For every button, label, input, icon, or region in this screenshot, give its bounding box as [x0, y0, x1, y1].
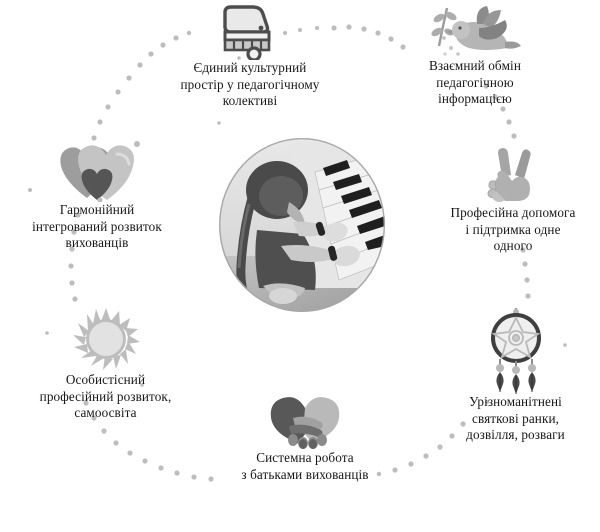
- node-harmonious-development-caption: Гармонійний інтегрований розвиток вихова…: [32, 202, 162, 250]
- node-festive-events-caption: Урізноманітнені святкові ранки, дозвілля…: [466, 394, 565, 442]
- piano-icon: [217, 2, 283, 62]
- node-harmonious-development[interactable]: Гармонійний інтегрований розвиток вихова…: [2, 136, 192, 252]
- handshake-hearts-icon: [263, 392, 347, 450]
- node-festive-events[interactable]: Урізноманітнені святкові ранки, дозвілля…: [438, 308, 593, 444]
- node-information-exchange[interactable]: Взаємний обмін педагогічною інформацією: [385, 2, 565, 108]
- hearts-icon: [53, 136, 141, 203]
- node-professional-help-caption: Професійна допомога і підтримка одне одн…: [450, 205, 576, 253]
- node-work-with-parents-caption: Системна робота з батьками вихованців: [241, 450, 369, 482]
- node-work-with-parents[interactable]: Системна робота з батьками вихованців: [215, 392, 395, 483]
- sun-icon: [70, 306, 142, 372]
- node-information-exchange-caption: Взаємний обмін педагогічною інформацією: [429, 58, 521, 106]
- node-self-education-caption: Особистісний професійний розвиток, самоо…: [39, 372, 172, 420]
- dove-icon: [425, 2, 525, 58]
- node-self-education[interactable]: Особистісний професійний розвиток, самоо…: [18, 306, 193, 422]
- dreamcatcher-icon: [480, 308, 552, 394]
- node-professional-help[interactable]: Професійна допомога і підтримка одне одн…: [433, 143, 593, 255]
- center-photo: [219, 138, 385, 312]
- peace-hand-icon: [482, 143, 544, 205]
- node-culture-space[interactable]: Єдиний культурний простір у педагогічном…: [150, 2, 350, 110]
- node-culture-space-caption: Єдиний культурний простір у педагогічном…: [180, 60, 320, 108]
- child-playing-piano-photo: [219, 138, 385, 312]
